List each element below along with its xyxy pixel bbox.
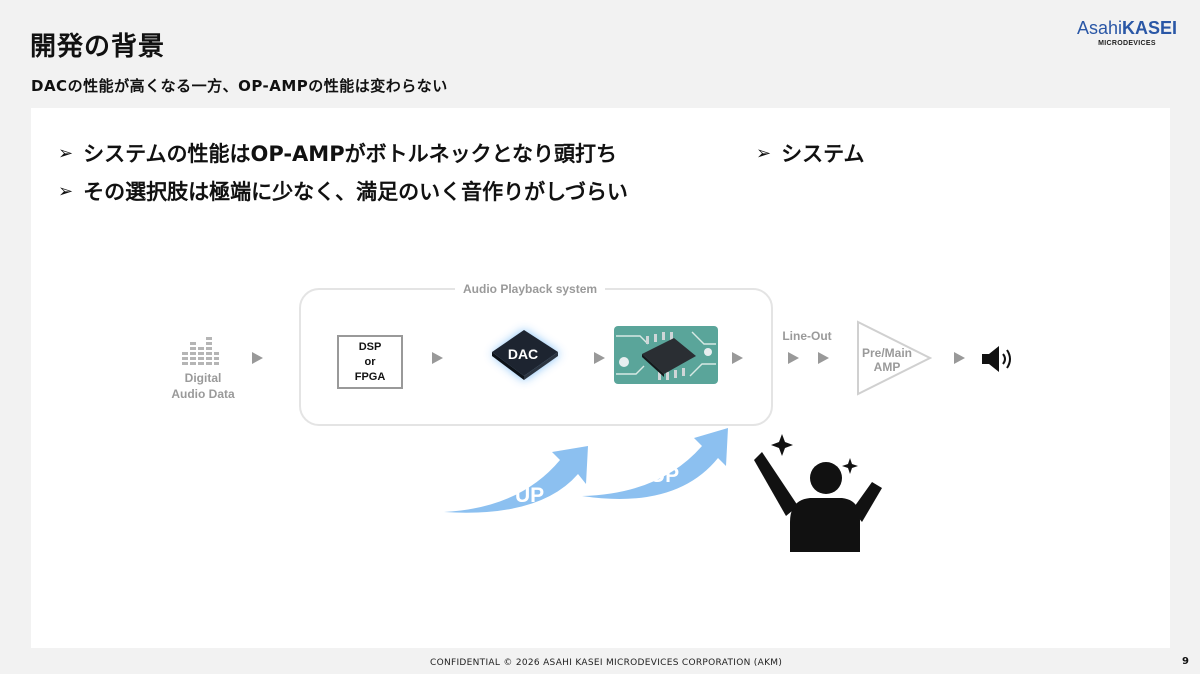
up-label: UP — [515, 484, 545, 507]
content-panel — [31, 108, 1170, 648]
logo-brand-bold: KASEI — [1122, 18, 1178, 38]
bullet-arrow-icon: ➢ — [756, 142, 772, 164]
sparkle-icon — [842, 458, 858, 474]
dac-chip-icon — [492, 330, 560, 380]
celebrating-person-icon — [754, 434, 882, 552]
digital-audio-data-label: Digital Audio Data — [171, 371, 235, 401]
dsp-line: DSP — [358, 341, 382, 353]
bullet-item: ➢ システムの性能はOP-AMPがボトルネックとなり頭打ち — [58, 138, 617, 168]
flow-arrow-icon — [788, 352, 799, 364]
flow-arrow-icon — [594, 352, 605, 364]
slide-subtitle: DACの性能が高くなる一方、OP-AMPの性能は変わらない — [31, 77, 448, 95]
up-arrow-icon — [444, 446, 588, 513]
bullet-item: ➢ その選択肢は極端に少なく、満足のいく音作りがしづらい — [58, 176, 628, 206]
line-out-label: Line-Out — [782, 329, 832, 343]
flow-arrow-icon — [252, 352, 263, 364]
page-number: 9 — [1182, 656, 1189, 667]
flow-arrow-icon — [818, 352, 829, 364]
bullet-text: システム — [781, 142, 865, 166]
dsp-fpga-box: DSP or FPGA — [337, 335, 403, 389]
bullet-arrow-icon: ➢ — [58, 180, 74, 202]
flow-arrow-icon — [432, 352, 443, 364]
dsp-line: FPGA — [354, 371, 386, 383]
bullet-text: その選択肢は極端に少なく、満足のいく音作りがしづらい — [83, 180, 628, 204]
logo-brand-regular: Asahi — [1076, 18, 1122, 38]
flow-arrow-icon — [954, 352, 965, 364]
dac-label: DAC — [507, 346, 539, 362]
op-amp-board-icon — [614, 326, 718, 384]
digital-data-icon — [182, 337, 219, 365]
dsp-line: or — [364, 356, 376, 368]
footer-confidential: CONFIDENTIAL © 2026 ASAHI KASEI MICRODEV… — [430, 658, 783, 668]
flow-arrow-icon — [732, 352, 743, 364]
up-label: UP — [650, 464, 680, 487]
speaker-icon — [982, 346, 1011, 372]
amp-triangle-icon — [857, 320, 932, 396]
bullet-arrow-icon: ➢ — [58, 142, 74, 164]
audio-playback-system-label: Audio Playback system — [455, 282, 606, 296]
up-arrow-icon — [582, 428, 728, 499]
amp-label: Pre/Main AMP — [861, 346, 912, 374]
bullet-item: ➢ システム — [756, 138, 864, 168]
sparkle-icon — [771, 434, 793, 456]
company-logo: AsahiKASEI MICRODEVICES — [1068, 18, 1186, 47]
logo-subtitle: MICRODEVICES — [1098, 40, 1156, 47]
slide-title: 開発の背景 — [30, 32, 166, 62]
bullet-text: システムの性能はOP-AMPがボトルネックとなり頭打ち — [83, 142, 617, 166]
up-arrows-graphic — [444, 428, 728, 513]
